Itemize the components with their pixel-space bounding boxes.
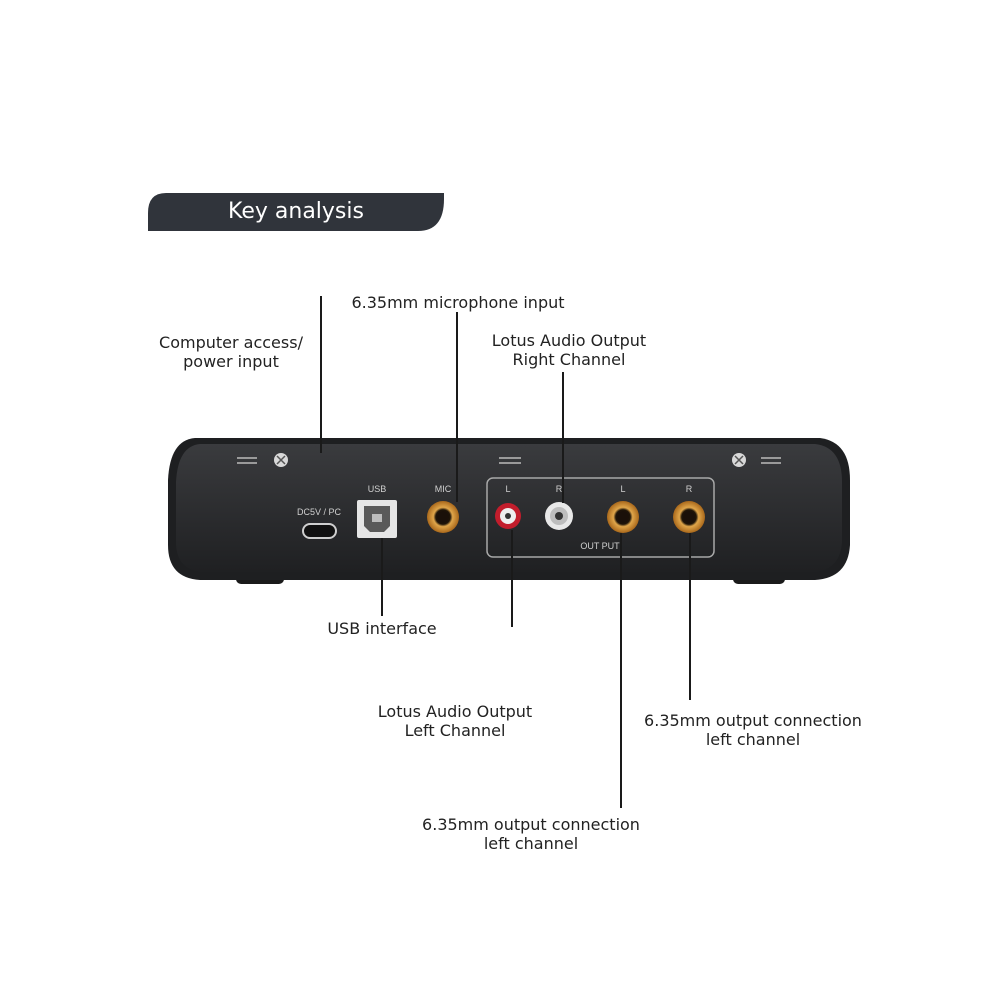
screw-left	[274, 453, 288, 467]
jack-left-output	[607, 501, 639, 533]
callout-jack-left-right: 6.35mm output connection left channel	[622, 711, 884, 749]
callout-jack-left-bottom-line2: left channel	[483, 834, 579, 853]
leader-lines	[320, 296, 691, 808]
usb-port-label: USB	[368, 484, 387, 494]
mic-jack	[427, 501, 459, 533]
mic-port-label: MIC	[435, 484, 452, 494]
callout-power-line1: Computer access/	[159, 333, 303, 352]
callout-rca-right-line2: Right Channel	[512, 350, 626, 369]
callout-usb-interface: USB interface	[312, 619, 452, 638]
callout-mic-line1: 6.35mm microphone input	[351, 293, 565, 312]
usb-b-port	[357, 500, 397, 538]
section-title: Key analysis	[228, 199, 364, 224]
output-group-frame	[486, 477, 715, 558]
rca-right-jack	[545, 502, 573, 530]
usb-c-port	[302, 523, 337, 539]
callout-rca-left-line2: Left Channel	[404, 721, 506, 740]
rca-l-label: L	[505, 484, 510, 494]
callout-rca-right-line1: Lotus Audio Output	[491, 331, 647, 350]
callout-mic-input: 6.35mm microphone input	[336, 293, 580, 312]
callout-jack-left-right-line1: 6.35mm output connection	[644, 711, 862, 730]
banner-shape	[148, 193, 444, 231]
callout-rca-right: Lotus Audio Output Right Channel	[474, 331, 664, 369]
callout-power-line2: power input	[183, 352, 279, 371]
callout-jack-left-bottom: 6.35mm output connection left channel	[400, 815, 662, 853]
title-banner: Key analysis	[148, 193, 444, 231]
jack-right-output	[673, 501, 705, 533]
callout-rca-left-line1: Lotus Audio Output	[377, 702, 533, 721]
callout-jack-left-right-line2: left channel	[705, 730, 801, 749]
callout-power-input: Computer access/ power input	[146, 333, 316, 371]
rca-r-label: R	[556, 484, 563, 494]
jack-r-label: R	[686, 484, 693, 494]
jack-l-label: L	[620, 484, 625, 494]
callout-usb-line1: USB interface	[327, 619, 437, 638]
callout-jack-left-bottom-line1: 6.35mm output connection	[422, 815, 640, 834]
output-group-label: OUT PUT	[580, 541, 620, 551]
rca-left-jack	[495, 503, 521, 529]
callout-rca-left: Lotus Audio Output Left Channel	[360, 702, 550, 740]
screw-right	[732, 453, 746, 467]
dc-port-label: DC5V / PC	[297, 507, 342, 517]
